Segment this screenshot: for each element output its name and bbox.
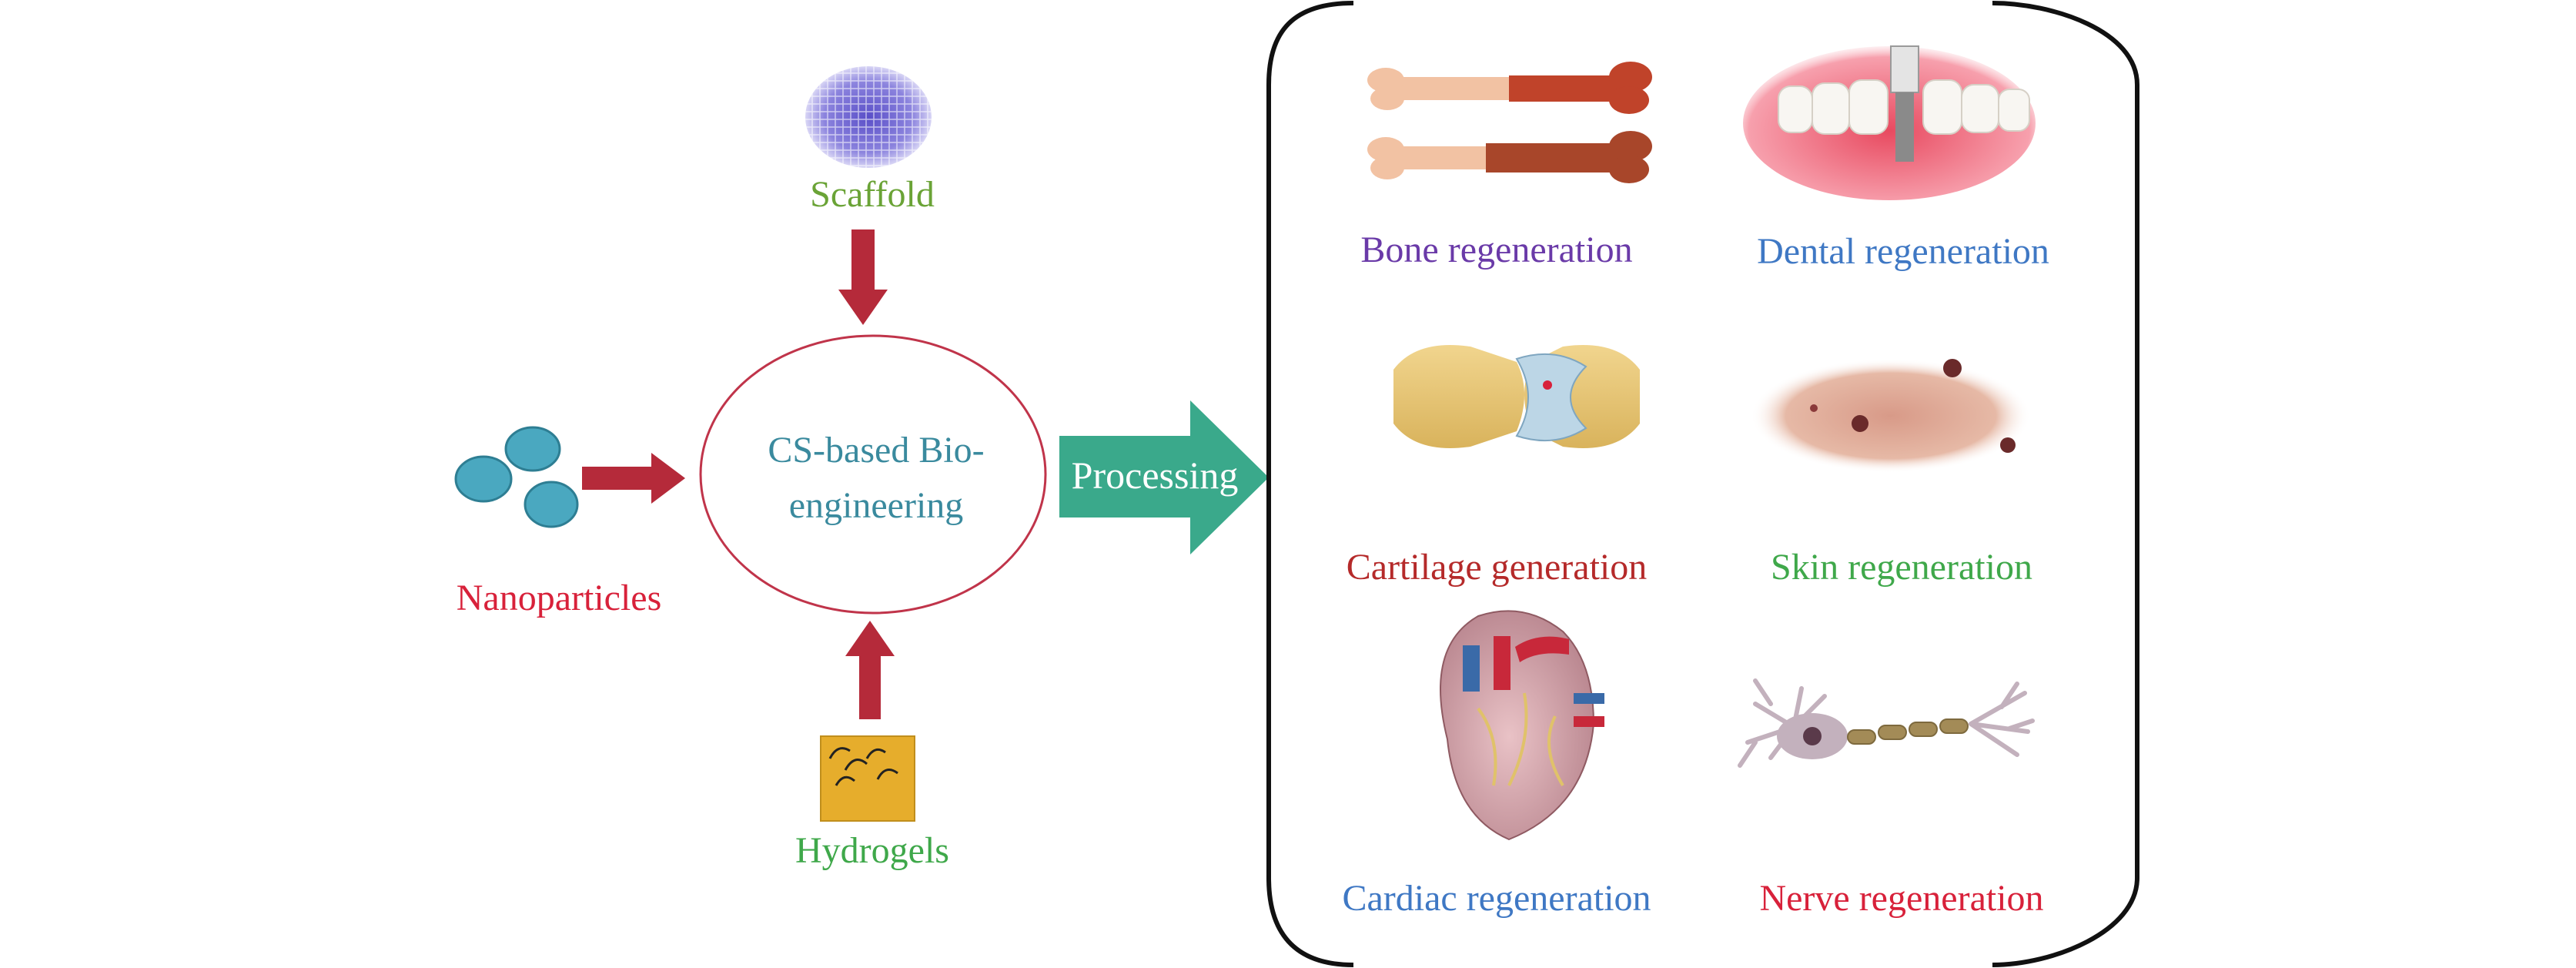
- skin-label: Skin regeneration: [1771, 547, 2032, 588]
- cartilage-icon: [1393, 345, 1640, 448]
- applications-panel: [1266, 1, 2139, 967]
- cardiac-label: Cardiac regeneration: [1342, 878, 1651, 919]
- scaffold-label: Scaffold: [810, 174, 935, 215]
- cartilage-label: Cartilage generation: [1347, 547, 1648, 588]
- skin-icon: [1751, 359, 2031, 473]
- nanoparticles-label: Nanoparticles: [457, 578, 662, 618]
- processing-arrow: [1059, 400, 1269, 554]
- hydrogels-label: Hydrogels: [795, 830, 949, 871]
- center-label-line1: CS-based Bio-: [768, 430, 984, 471]
- nerve-icon: [1738, 678, 2035, 768]
- hydrogels-icon: [820, 735, 915, 822]
- dental-icon: [1743, 45, 2036, 200]
- processing-label: Processing: [1072, 454, 1239, 497]
- nerve-label: Nerve regeneration: [1759, 878, 2043, 919]
- nanoparticles-arrow: [582, 453, 685, 504]
- center-label-line2: engineering: [789, 485, 964, 526]
- bone-icon: [1367, 62, 1652, 183]
- nanoparticles-icon: [454, 426, 579, 528]
- hydrogels-arrow: [845, 621, 895, 719]
- bone-label: Bone regeneration: [1360, 229, 1632, 270]
- scaffold-arrow: [838, 229, 888, 325]
- heart-icon: [1440, 610, 1604, 841]
- center-ellipse: [699, 334, 1047, 615]
- scaffold-icon: [805, 66, 932, 168]
- dental-label: Dental regeneration: [1757, 231, 2049, 272]
